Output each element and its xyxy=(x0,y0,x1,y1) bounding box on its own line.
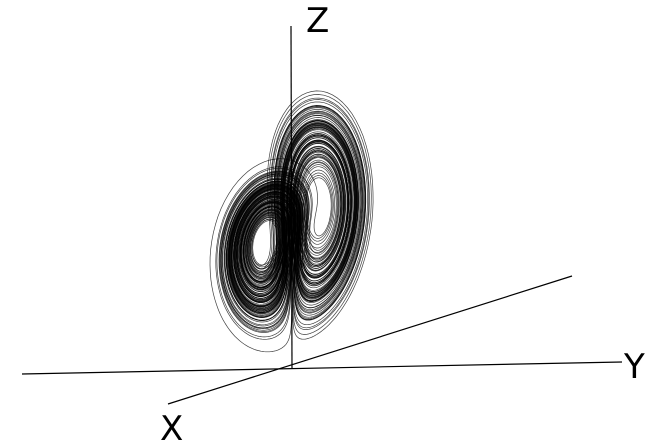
x-axis xyxy=(167,275,573,405)
trajectory-segment xyxy=(226,99,370,329)
y-axis xyxy=(21,361,623,375)
y-axis-label: Y xyxy=(623,347,645,387)
z-axis-label: Z xyxy=(306,1,329,41)
x-axis-label: X xyxy=(160,409,183,444)
trajectory-segment xyxy=(220,120,359,330)
trajectory-segment xyxy=(230,105,367,321)
trajectory-layer xyxy=(209,90,374,353)
trajectory-segment xyxy=(228,105,366,320)
